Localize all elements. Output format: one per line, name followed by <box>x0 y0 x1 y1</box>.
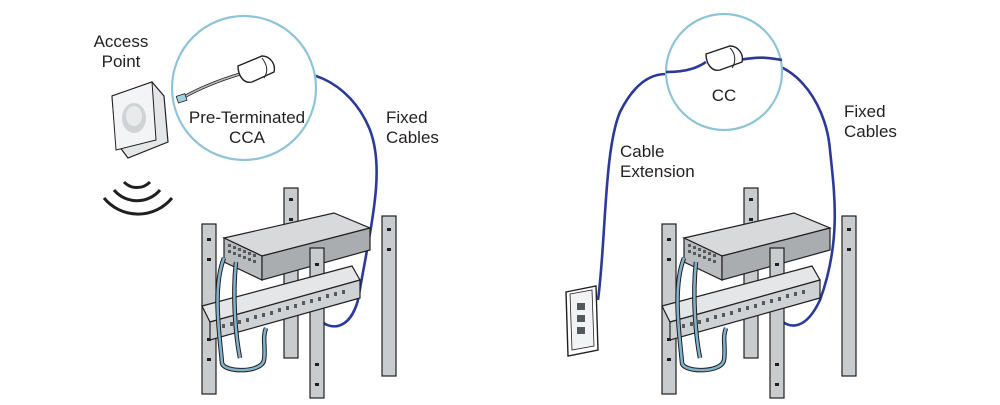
rack-right <box>662 188 856 398</box>
fixed-cables-left-line2: Cables <box>386 128 439 147</box>
pre-terminated-cca-line2: CCA <box>229 128 265 147</box>
callout-circle-left <box>170 14 318 162</box>
cable-extension-label: Cable Extension <box>620 142 695 182</box>
cable-extension <box>596 72 667 301</box>
fixed-cables-left-line1: Fixed <box>386 108 428 127</box>
fixed-cables-right-line2: Cables <box>844 122 897 141</box>
fixed-cables-right-line1: Fixed <box>844 102 886 121</box>
access-point-label-line2: Point <box>101 52 141 71</box>
rack-left <box>202 188 396 398</box>
wall-plate-icon <box>565 285 599 357</box>
cable-extension-line2: Extension <box>620 162 695 181</box>
access-point-icon <box>111 81 169 159</box>
fixed-cables-label-right: Fixed Cables <box>844 102 897 142</box>
access-point-label: Access Point <box>86 32 156 72</box>
wireless-signal-icon <box>102 180 174 216</box>
cc-connector-icon <box>665 45 783 74</box>
cable-extension-line1: Cable <box>620 142 665 161</box>
fixed-cable-left <box>264 71 378 328</box>
pre-terminated-cca-line1: Pre-Terminated <box>188 108 306 127</box>
cca-connector-icon <box>175 55 276 104</box>
fixed-cables-label-left: Fixed Cables <box>386 108 439 148</box>
cc-label: CC <box>694 86 754 106</box>
pre-terminated-cca-label: Pre-Terminated CCA <box>184 108 310 148</box>
cc-label-text: CC <box>711 86 737 105</box>
fixed-cable-right <box>739 60 837 327</box>
access-point-label-line1: Access <box>93 32 149 51</box>
